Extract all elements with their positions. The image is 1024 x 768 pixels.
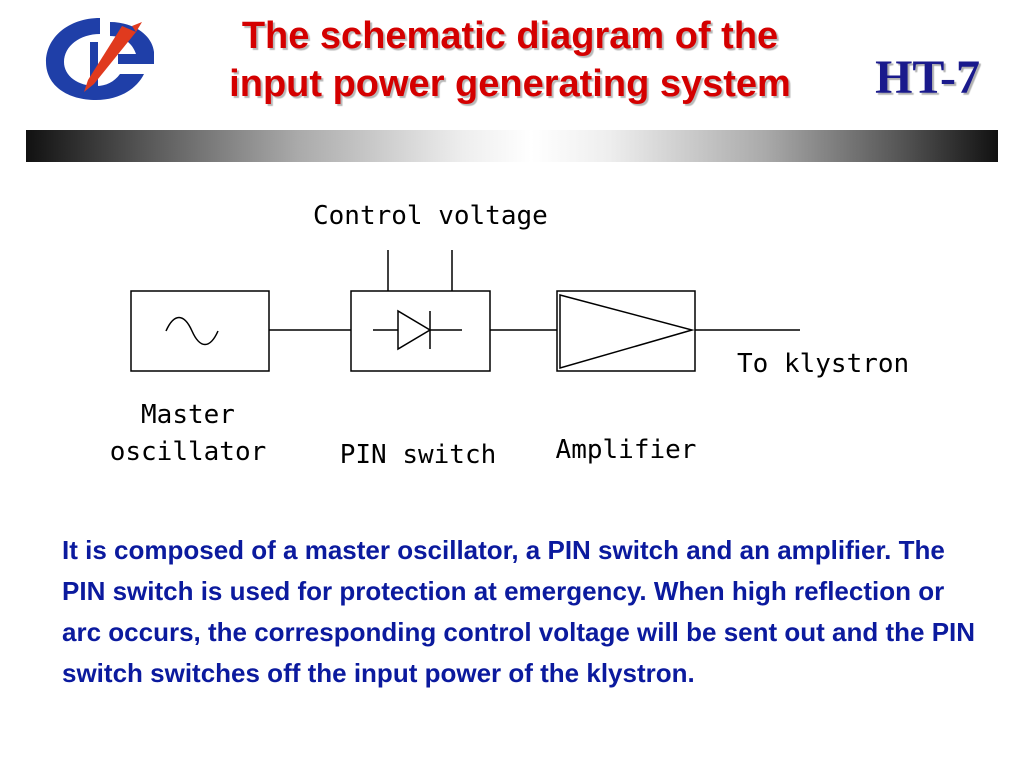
diode-icon — [373, 309, 462, 351]
title-line-1: The schematic diagram of the — [241, 15, 779, 57]
amplifier-block — [556, 290, 696, 372]
pin-switch-label: PIN switch — [340, 440, 497, 470]
master-oscillator-label-1: Master — [141, 400, 235, 430]
logo-emblem-icon — [46, 18, 154, 100]
to-klystron-label: To klystron — [737, 349, 909, 379]
sine-wave-icon — [165, 316, 219, 346]
institute-logo — [46, 18, 154, 100]
header-gradient-bar — [26, 130, 998, 162]
amplifier-label: Amplifier — [556, 435, 697, 465]
schematic-diagram: Control voltage To klystron Master oscil… — [110, 201, 909, 470]
control-voltage-label: Control voltage — [313, 201, 548, 231]
ht7-badge: HT-7 — [875, 51, 980, 104]
description-paragraph: It is composed of a master oscillator, a… — [62, 535, 976, 688]
amplifier-triangle-icon — [559, 294, 695, 369]
master-oscillator-label-2: oscillator — [110, 437, 267, 467]
title-line-2: input power generating system — [229, 63, 791, 105]
page-title: The schematic diagram of the input power… — [150, 12, 870, 108]
pin-switch-block — [350, 290, 491, 372]
master-oscillator-block — [130, 290, 270, 372]
